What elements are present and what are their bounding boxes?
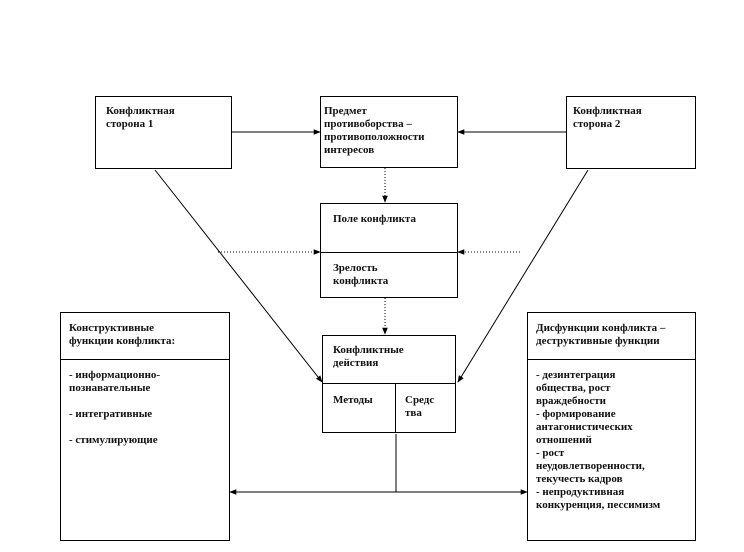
box-subject-of-confrontation: Предмет противоборства – противоположнос… — [320, 96, 458, 168]
label-conflict-maturity: Зрелость конфликта — [333, 262, 389, 287]
divider-constructive — [61, 359, 229, 360]
list-constructive-functions: - информационно- познавательные - интегр… — [69, 369, 161, 446]
title-constructive-functions: Конструктивные функции конфликта: — [69, 322, 176, 347]
box-constructive-functions: Конструктивные функции конфликта: - инфо… — [60, 312, 230, 541]
label-conflict-actions: Конфликтные действия — [333, 344, 404, 369]
divider-actions-vertical — [395, 383, 396, 432]
box-conflict-field: Поле конфликта Зрелость конфликта — [320, 203, 458, 298]
label-conflict-side-1: Конфликтная сторона 1 — [106, 105, 175, 130]
title-dysfunctions: Дисфункции конфликта – деструктивные фун… — [536, 322, 666, 347]
divider-actions-horizontal — [323, 383, 455, 384]
arrow-side2-to-actions — [457, 169, 589, 383]
label-subject-of-confrontation: Предмет противоборства – противоположнос… — [324, 105, 425, 156]
arrow-side1-to-actions — [154, 169, 323, 383]
list-dysfunctions: - дезинтеграция общества, рост враждебно… — [536, 369, 661, 511]
box-conflict-side-2: Конфликтная сторона 2 — [566, 96, 696, 169]
divider-field-maturity — [321, 252, 457, 253]
label-conflict-field: Поле конфликта — [333, 213, 416, 225]
label-means: Средс тва — [405, 394, 435, 419]
label-methods: Методы — [333, 394, 373, 406]
box-conflict-side-1: Конфликтная сторона 1 — [95, 96, 232, 169]
divider-dysfunctions — [528, 359, 695, 360]
label-conflict-side-2: Конфликтная сторона 2 — [573, 105, 642, 130]
box-dysfunctions: Дисфункции конфликта – деструктивные фун… — [527, 312, 696, 541]
box-conflict-actions: Конфликтные действия Методы Средс тва — [322, 335, 456, 433]
